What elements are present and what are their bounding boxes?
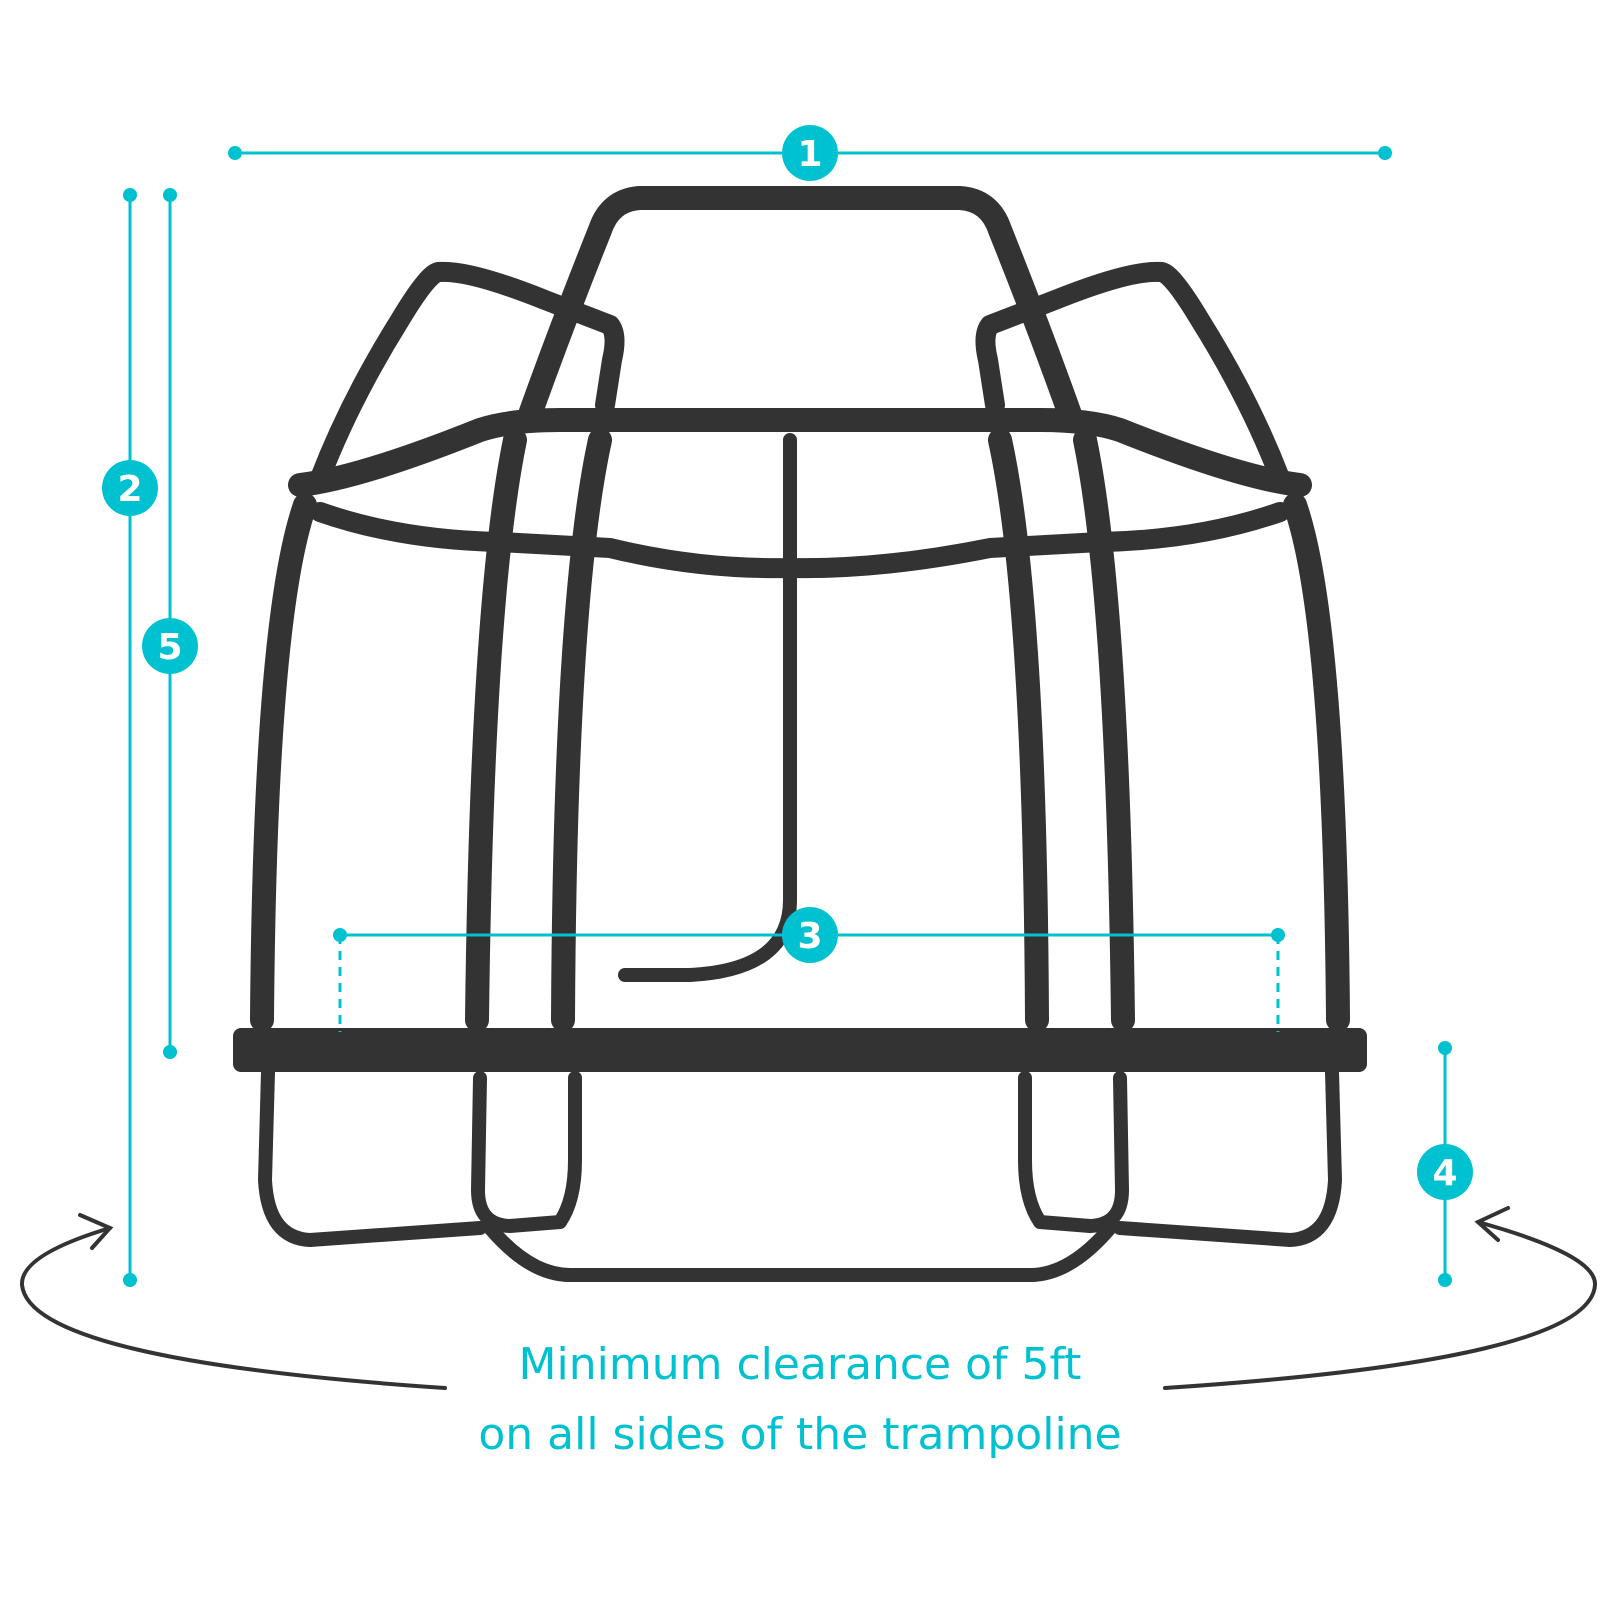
clearance-caption: Minimum clearance of 5ft on all sides of…	[0, 1330, 1600, 1470]
right-inner-pole-2	[1073, 428, 1135, 1032]
dimension-1-badge	[782, 125, 838, 181]
right-inner-pole-1	[988, 428, 1049, 1032]
base-bar	[483, 1221, 1117, 1282]
dimension-1-label: 1	[797, 134, 822, 175]
dimension-1-width: 1	[228, 125, 1392, 181]
left-side-arch	[310, 261, 625, 488]
left-arrowhead-icon	[78, 1213, 114, 1250]
left-inner-pole-1	[465, 428, 527, 1032]
right-side-arch	[975, 261, 1290, 488]
dimension-2-badge	[102, 460, 158, 516]
caption-line-2: on all sides of the trampoline	[478, 1409, 1122, 1460]
left-inner-pole-2	[551, 428, 612, 1032]
dimension-4-badge	[1417, 1144, 1473, 1200]
dimension-2-height: 2	[102, 188, 158, 1287]
left-leg	[258, 1065, 582, 1247]
left-outer-pole	[250, 493, 317, 1032]
net-mid-ring	[310, 502, 1290, 579]
net-zipper	[618, 433, 797, 982]
right-clearance-arc	[1163, 1220, 1597, 1390]
mat-frame-rail	[233, 1028, 1367, 1072]
dimension-3-mat-width: 3	[333, 907, 1285, 1032]
caption-line-1: Minimum clearance of 5ft	[518, 1339, 1082, 1390]
left-clearance-arc	[20, 1226, 447, 1390]
right-arrowhead-icon	[1474, 1206, 1510, 1242]
dimension-5-net-height: 5	[142, 188, 198, 1059]
dimension-5-label: 5	[157, 627, 182, 668]
net-top-ring	[288, 408, 1312, 497]
clearance-arcs	[20, 1206, 1597, 1390]
dimension-3-badge	[782, 907, 838, 963]
dimension-4-leg-height: 4	[1417, 1041, 1473, 1287]
trampoline-frame	[233, 186, 1367, 1282]
top-arch	[516, 186, 1084, 432]
dimension-2-label: 2	[117, 469, 142, 510]
dimension-4-label: 4	[1432, 1153, 1457, 1194]
right-leg	[1018, 1065, 1342, 1247]
dimension-3-label: 3	[797, 916, 822, 957]
right-outer-pole	[1283, 493, 1350, 1032]
dimension-5-badge	[142, 618, 198, 674]
